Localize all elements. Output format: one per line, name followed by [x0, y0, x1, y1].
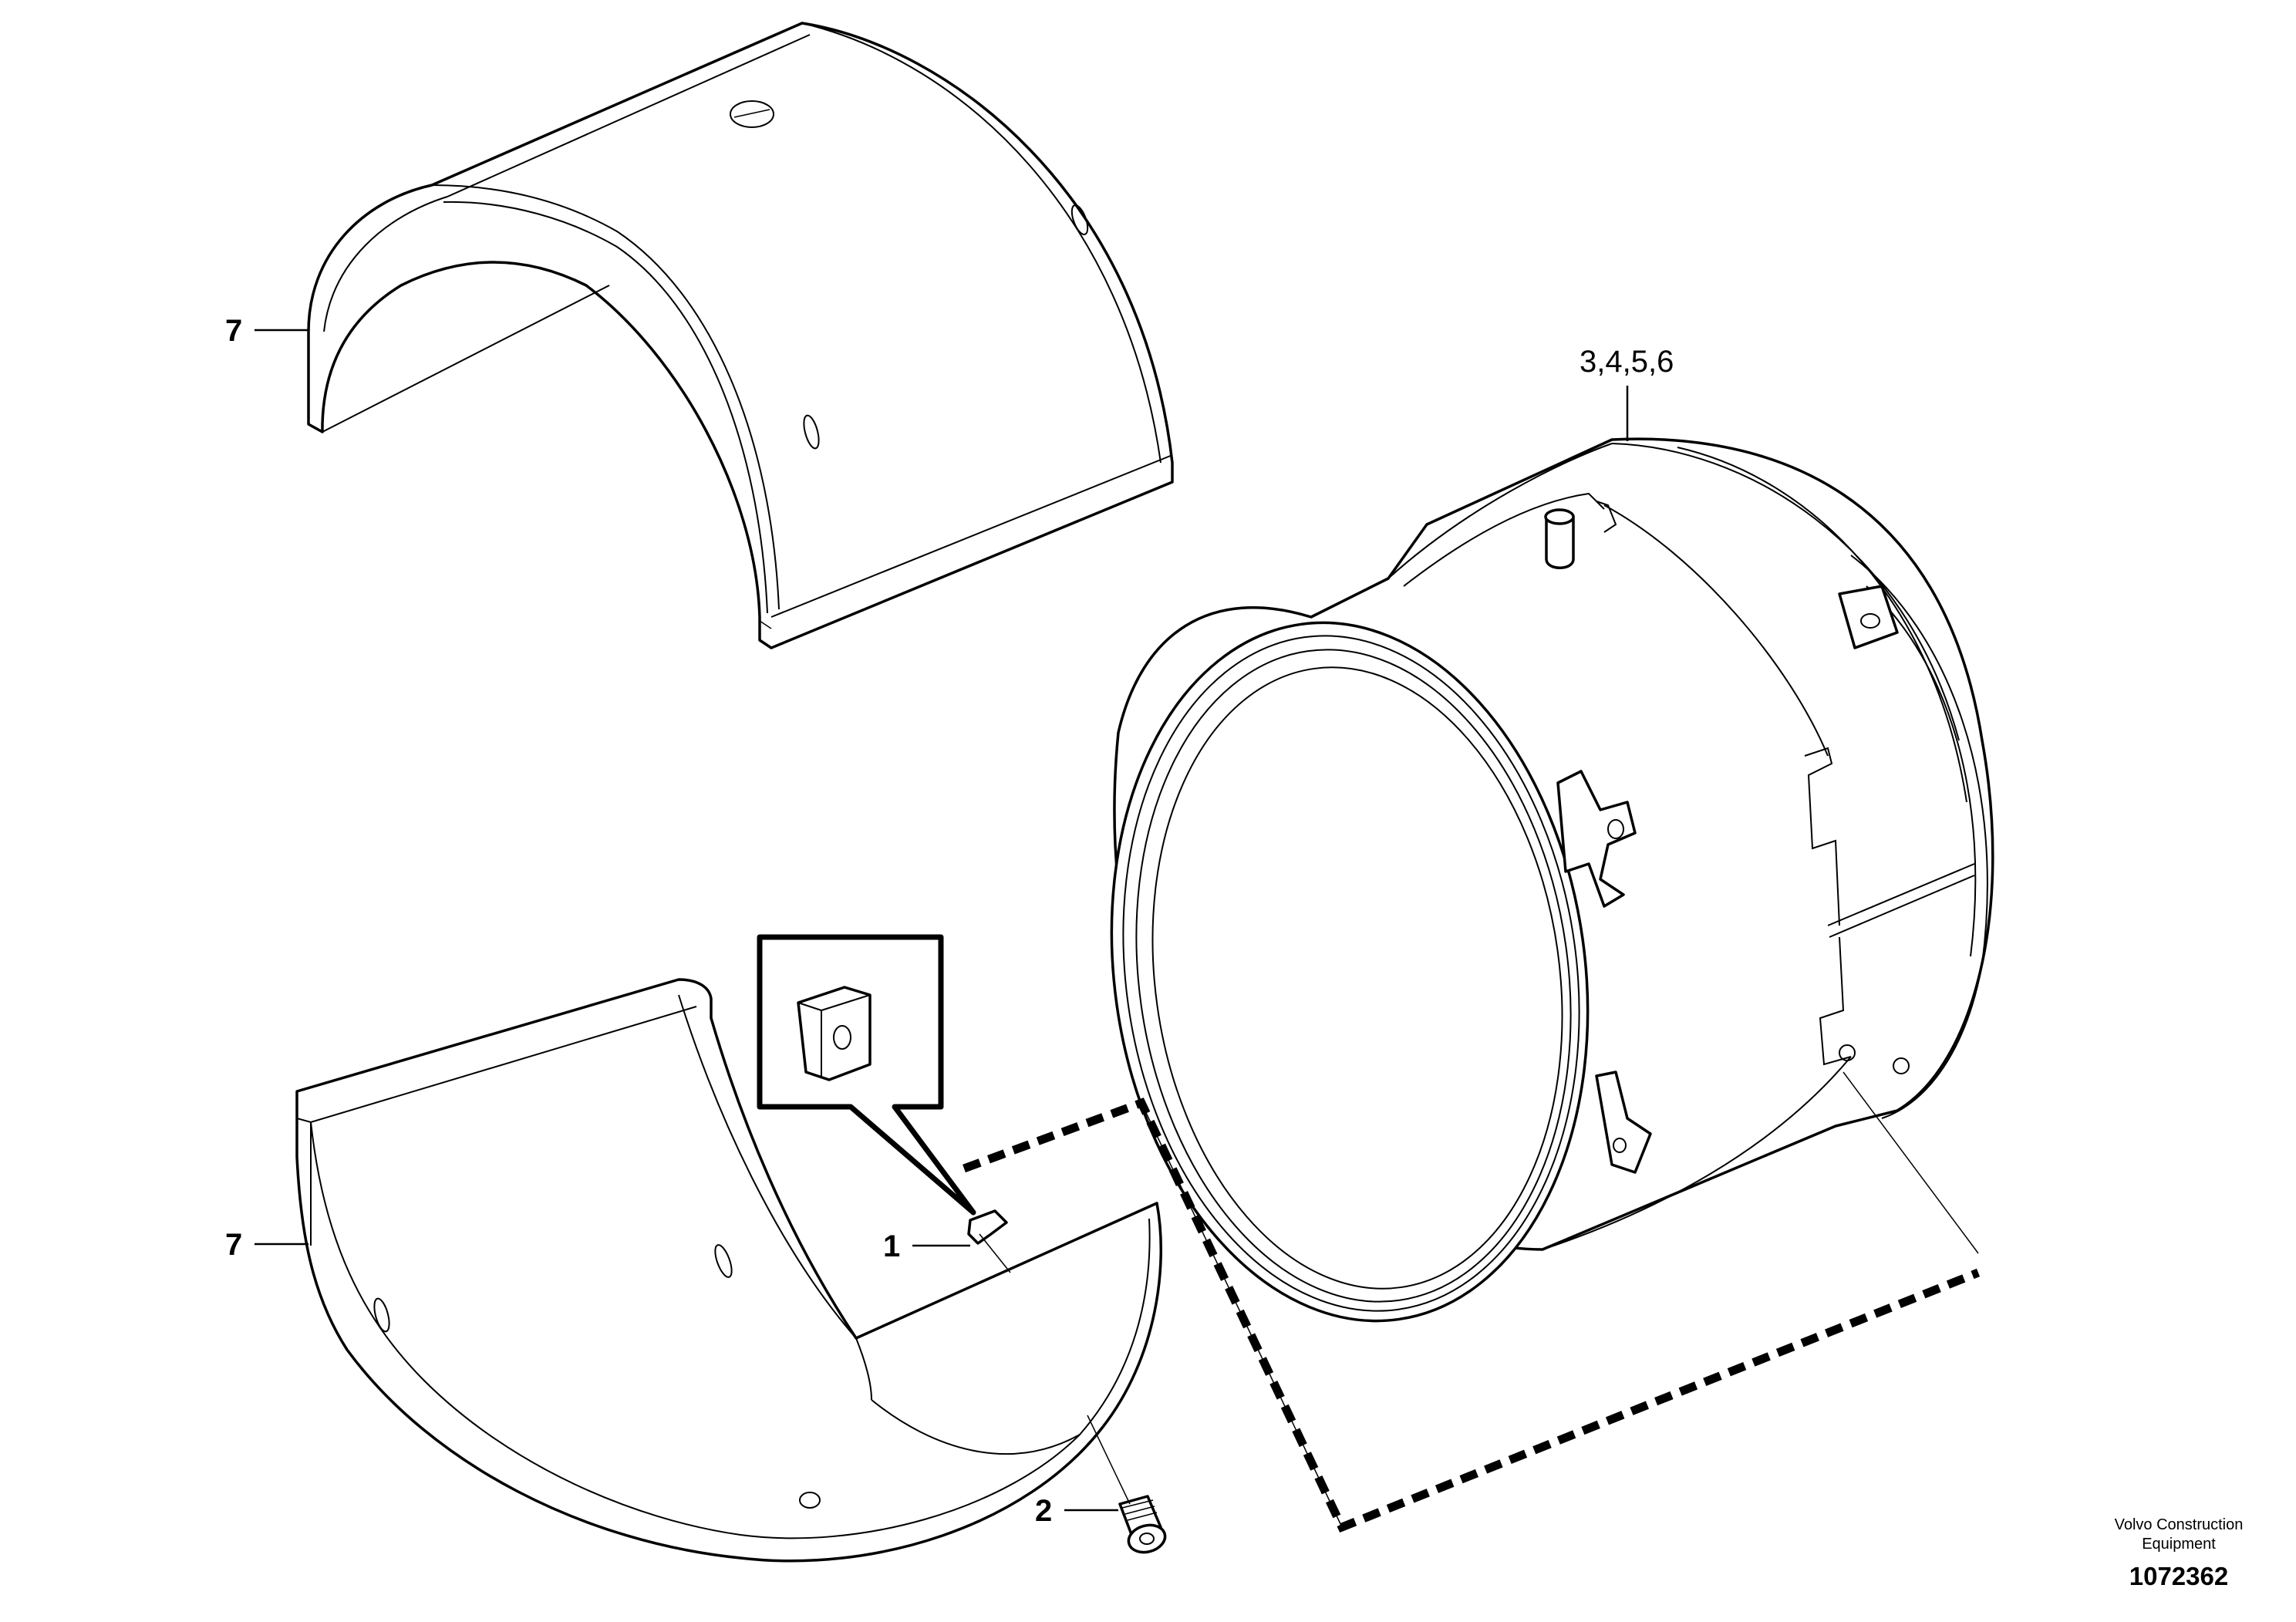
figure-number: 1072362: [2129, 1562, 2228, 1590]
upper-half-cover: [307, 22, 1174, 649]
silencer-assembly: [1110, 437, 1994, 1323]
callout-screw: 2: [1035, 1494, 1052, 1528]
clip-nut-part: [967, 1209, 1011, 1273]
callout-upper-cover: 7: [225, 314, 242, 348]
credit-line-2: Equipment: [2142, 1536, 2216, 1553]
callout-silencer-group: 3,4,5,6: [1580, 345, 1674, 379]
credit-line-1: Volvo Construction: [2115, 1516, 2244, 1533]
callout-clip-nut: 1: [883, 1229, 900, 1263]
detail-inset: [757, 934, 976, 1216]
callout-lower-cover: 7: [225, 1228, 242, 1262]
lower-half-cover: [295, 978, 1163, 1563]
screw-part: [1118, 1495, 1167, 1554]
leader-lines: [255, 329, 1979, 1528]
